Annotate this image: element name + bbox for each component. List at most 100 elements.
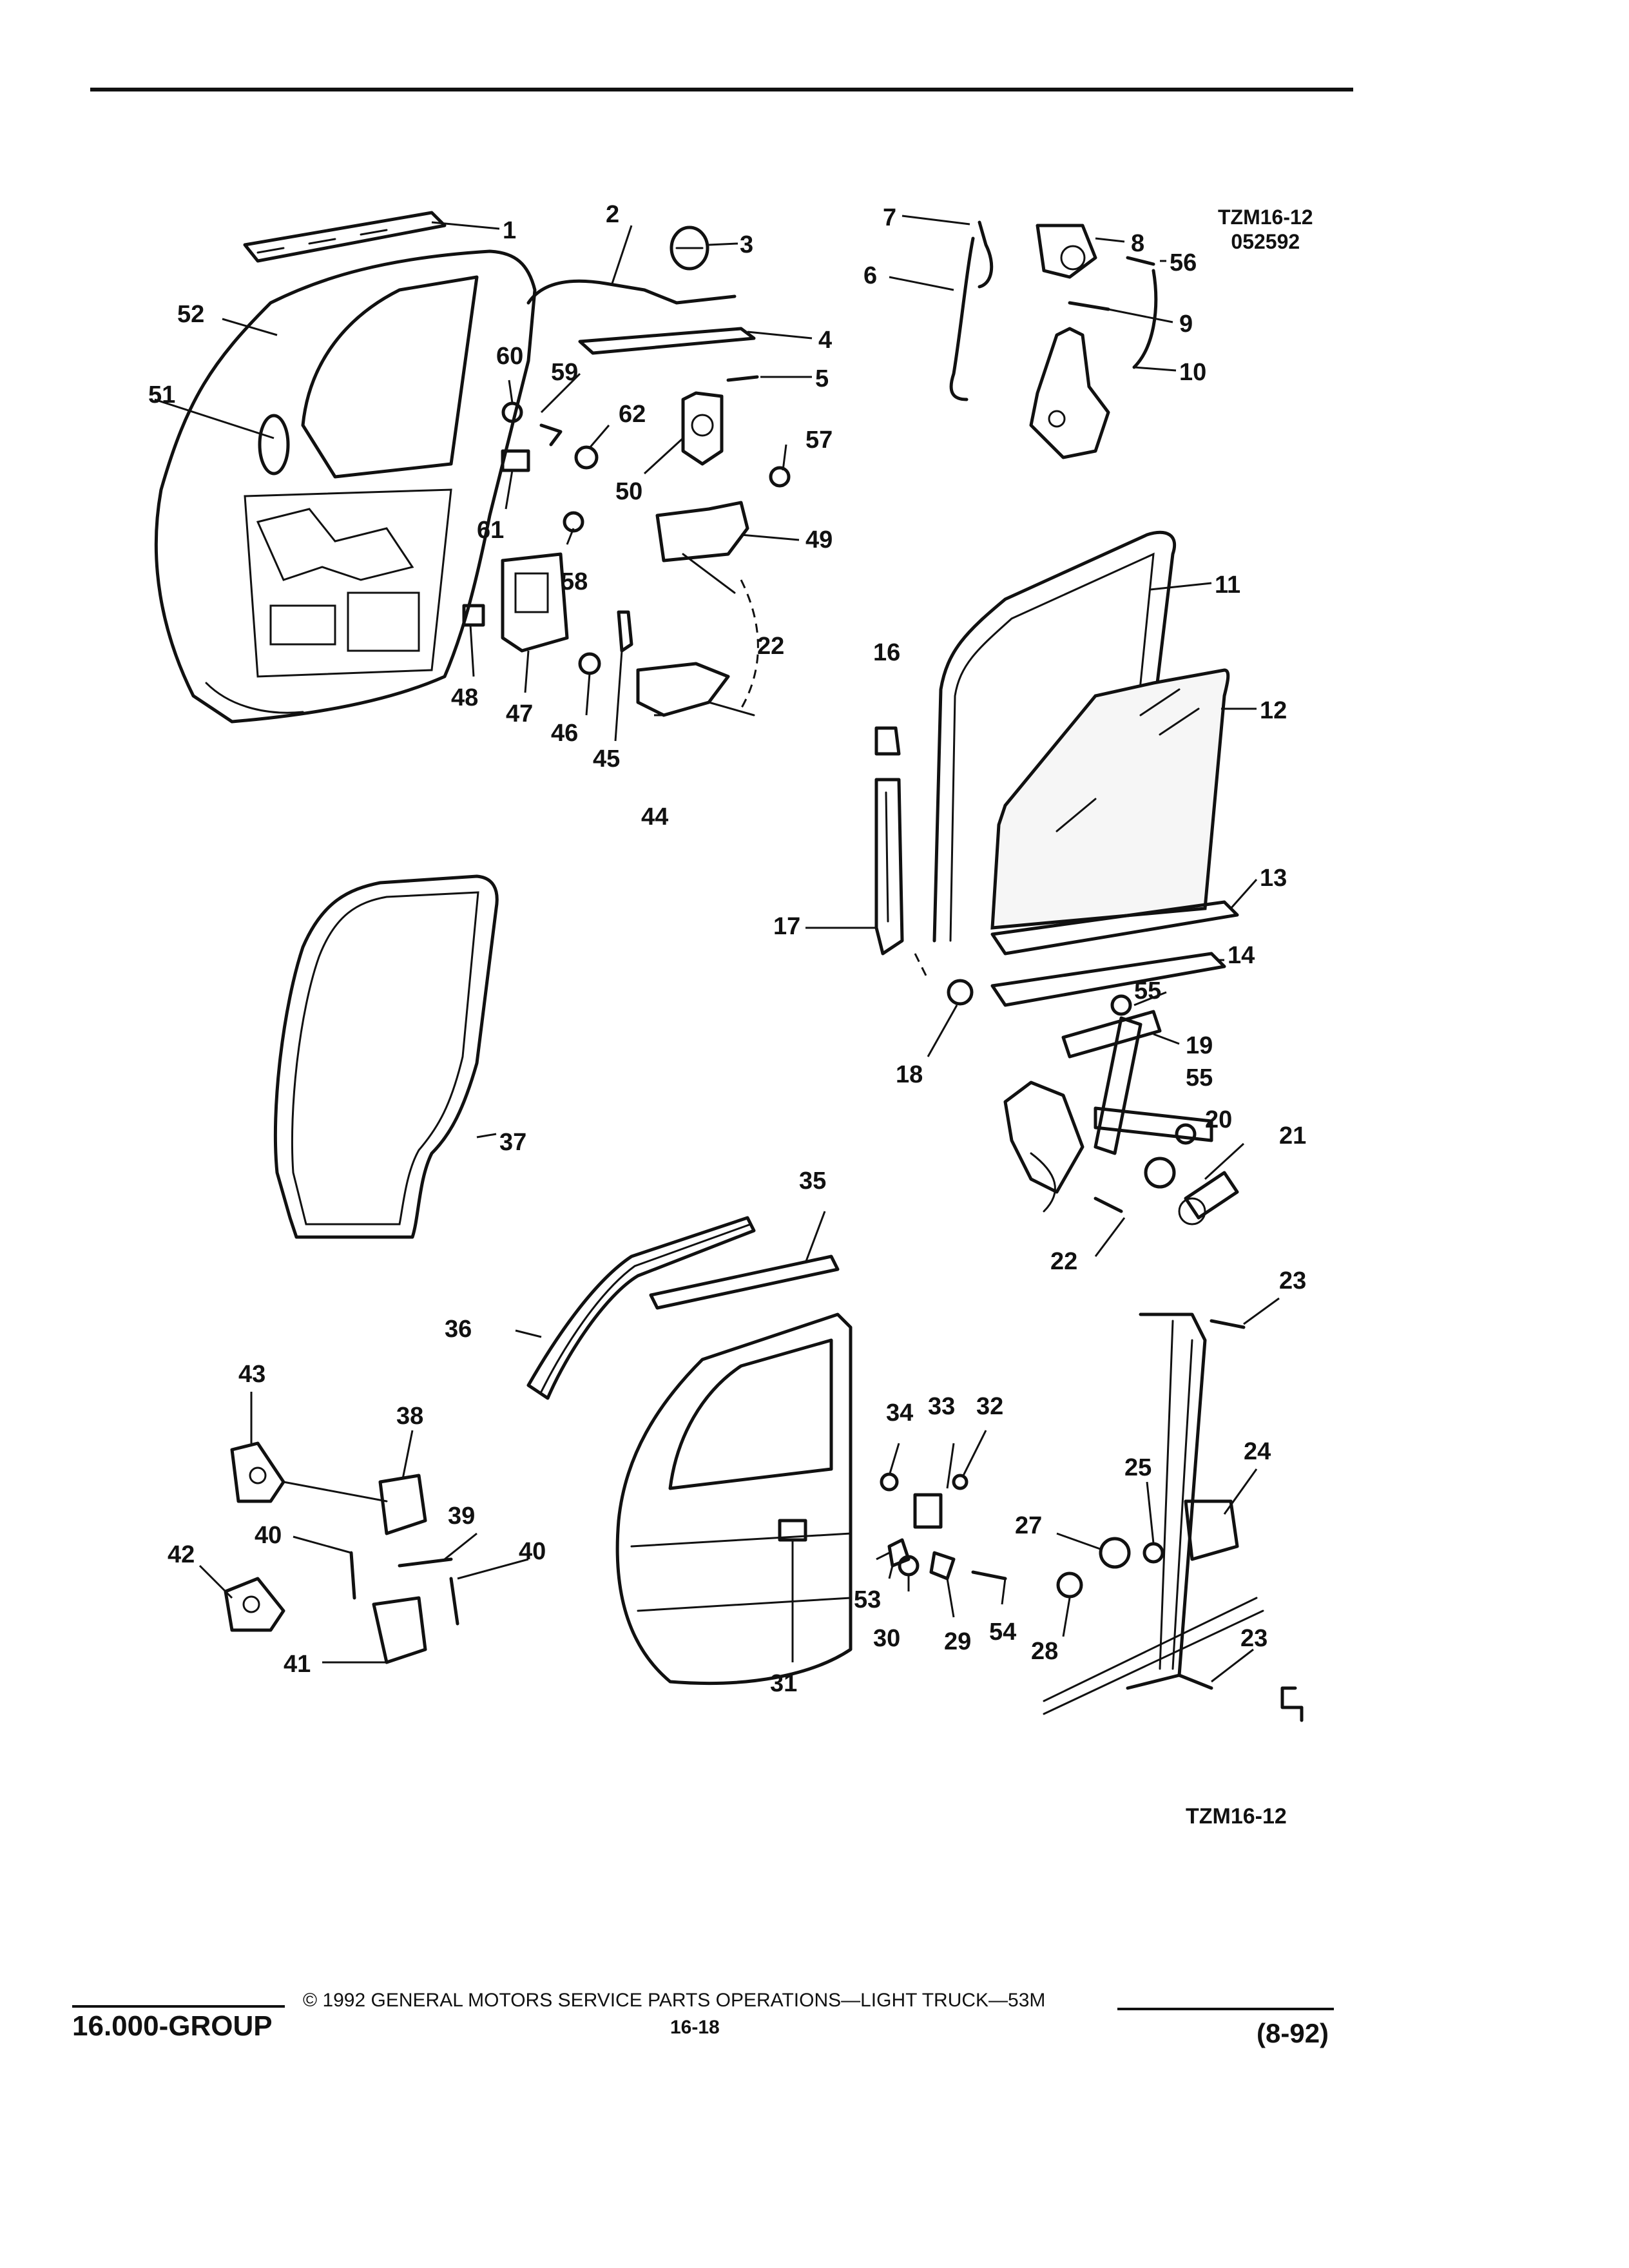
callout-30: 30: [873, 1625, 900, 1652]
callout-8: 8: [1131, 230, 1144, 257]
callout-36: 36: [445, 1316, 472, 1343]
figure-id-header: TZM16-12 052592: [1218, 205, 1313, 254]
part-28-bolt: [1056, 1571, 1083, 1599]
part-38-hinge-strap: [378, 1474, 427, 1535]
callout-3: 3: [740, 231, 753, 258]
part-2-lock-rod: [526, 279, 737, 305]
part-45-bracket: [617, 610, 633, 653]
callout-52: 52: [177, 301, 204, 328]
callout-55-upper: 55: [1134, 977, 1161, 1004]
part-49-lock-mechanism: [655, 501, 749, 594]
callout-numbers: 1 2 3 4 5 6 7 8 9 10 11 12 13 14 16 17 1…: [148, 201, 1306, 1697]
part-50-latch-bracket: [681, 391, 724, 466]
power-lock-motor: [1029, 327, 1110, 459]
callout-42: 42: [168, 1541, 195, 1568]
part-5-screw: [726, 375, 759, 382]
callout-6: 6: [863, 262, 877, 289]
rear-door-shell: [615, 1312, 853, 1686]
front-door-shell: [154, 249, 537, 724]
callout-5: 5: [815, 365, 829, 392]
part-17-rear-guide: [874, 778, 904, 956]
part-22-screw-lower: [1094, 1196, 1123, 1213]
callout-17: 17: [773, 913, 800, 940]
part-42-lower-hinge: [224, 1577, 285, 1632]
callout-29: 29: [944, 1628, 971, 1655]
part-25-spacer: [1142, 1542, 1164, 1564]
callout-48: 48: [451, 684, 478, 711]
callout-56: 56: [1170, 249, 1197, 276]
figure-id-footer: TZM16-12: [1186, 1804, 1287, 1829]
part-14-sash-channel: [990, 952, 1226, 1007]
part-11-glass-run-channel: [932, 530, 1177, 943]
part-9-rod-end: [1068, 301, 1110, 311]
callout-61: 61: [477, 517, 504, 544]
part-16-guide-clip: [874, 726, 901, 756]
callout-57: 57: [805, 427, 833, 454]
part-48-clip: [462, 604, 485, 627]
callout-33: 33: [928, 1393, 955, 1420]
callout-32: 32: [976, 1393, 1003, 1420]
callout-12: 12: [1260, 697, 1287, 724]
part-19-window-regulator: [1003, 1010, 1213, 1213]
callout-19: 19: [1186, 1032, 1213, 1059]
part-23-bolt-upper: [1210, 1319, 1246, 1329]
callout-20: 20: [1205, 1106, 1232, 1133]
footer-group: 16.000-GROUP: [72, 2010, 273, 2042]
part-40-pin-right: [449, 1577, 459, 1626]
callout-35: 35: [799, 1168, 826, 1195]
callout-13: 13: [1260, 865, 1287, 892]
leader-lines: [154, 215, 1280, 1683]
callout-14: 14: [1228, 942, 1255, 969]
footer-revision: (8-92): [1257, 2018, 1329, 2048]
callout-22-upper: 22: [757, 633, 784, 660]
callout-51: 51: [148, 381, 175, 408]
part-54-key: [971, 1570, 1007, 1581]
callout-60: 60: [496, 343, 523, 370]
part-32-screw: [952, 1474, 969, 1490]
part-27-striker: [1099, 1537, 1131, 1569]
part-39-spring: [398, 1557, 453, 1568]
callout-40-right: 40: [519, 1538, 546, 1565]
figure-id-top: TZM16-12: [1218, 206, 1313, 229]
part-35-upper-channel: [649, 1254, 840, 1310]
callout-11: 11: [1215, 572, 1240, 599]
top-rule: [90, 88, 1353, 91]
callout-34: 34: [886, 1399, 913, 1427]
part-55-nut-upper: [1110, 994, 1132, 1016]
callout-55-lower: 55: [1186, 1064, 1213, 1091]
callout-16: 16: [873, 639, 900, 666]
part-3-rod-clip: [670, 226, 709, 271]
part-1-upper-weatherstrip: [243, 211, 447, 263]
part-21-handle: [1178, 1171, 1239, 1225]
part-47-inside-handle-housing: [501, 552, 569, 653]
part-53-clip: [887, 1538, 911, 1568]
callout-28: 28: [1031, 1638, 1058, 1665]
part-29-lock-cylinder: [929, 1551, 956, 1581]
part-61-bracket: [501, 449, 530, 472]
callout-21: 21: [1279, 1122, 1306, 1149]
part-58-clip: [563, 511, 584, 533]
callout-39: 39: [448, 1503, 475, 1530]
callout-44: 44: [641, 803, 668, 831]
part-43-upper-hinge: [230, 1441, 285, 1503]
callout-49: 49: [805, 526, 833, 553]
part-23-bolt-lower: [1177, 1673, 1213, 1690]
callout-37: 37: [499, 1129, 526, 1156]
part-20-bushing: [1144, 1157, 1176, 1189]
callout-27: 27: [1015, 1512, 1042, 1539]
callout-59: 59: [551, 359, 578, 386]
part-37-door-weatherstrip: [273, 874, 499, 1239]
footer-page-number: 16-18: [670, 2017, 720, 2038]
part-12-door-glass: [990, 668, 1230, 930]
callout-53: 53: [854, 1586, 881, 1613]
part-7-rod: [978, 220, 994, 289]
footer-rule-right: [1117, 2008, 1334, 2010]
callout-43: 43: [238, 1361, 265, 1388]
part-33-lock-housing: [913, 1493, 943, 1529]
callout-47: 47: [506, 700, 533, 727]
callout-2: 2: [606, 201, 619, 228]
part-41-hinge-bracket: [372, 1596, 427, 1664]
callout-7: 7: [883, 204, 896, 231]
